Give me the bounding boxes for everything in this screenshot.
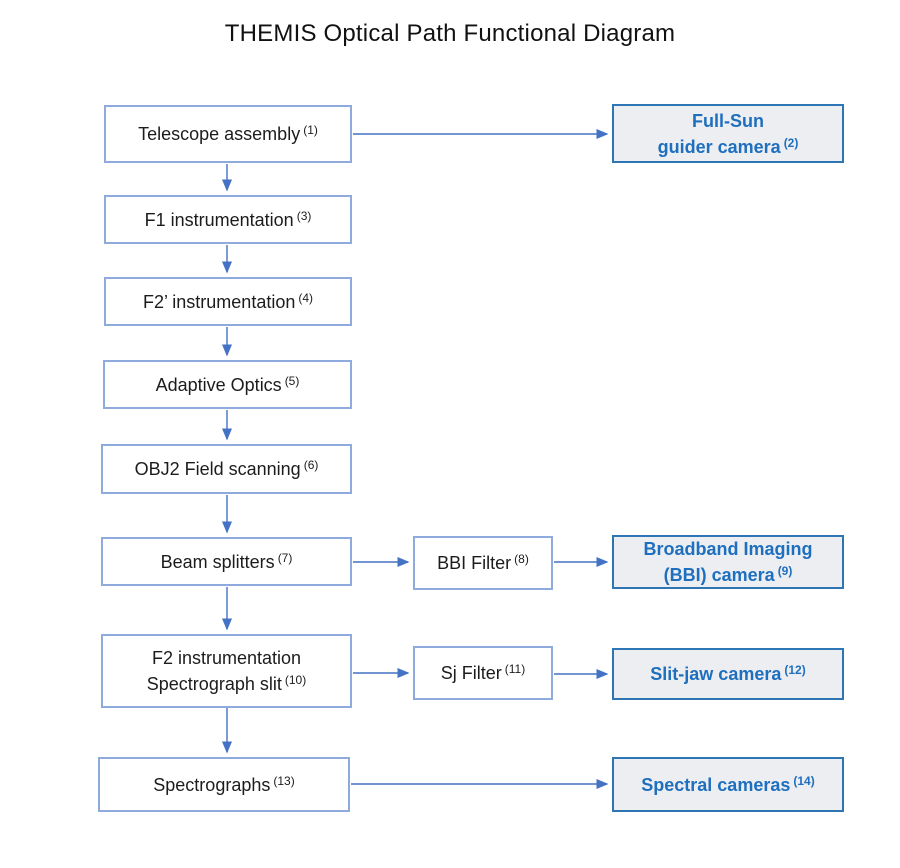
node-superscript: (10) — [284, 673, 307, 687]
node-superscript: (1) — [303, 123, 318, 137]
node-label-text: Sj Filter — [440, 663, 502, 683]
node-label-text: F2’ instrumentation — [142, 291, 296, 312]
node-superscript: (8) — [514, 552, 529, 566]
node-label: Spectral cameras(14) — [641, 772, 814, 798]
node-superscript: (6) — [303, 458, 319, 472]
node-spectrographs: Spectrographs(13) — [98, 757, 350, 812]
node-label: OBJ2 Field scanning(6) — [135, 456, 319, 482]
node-label-text: Slit-jaw camera — [650, 664, 782, 684]
node-superscript: (14) — [793, 773, 815, 788]
node-f1-instrumentation: F1 instrumentation(3) — [104, 195, 352, 244]
node-broadband-imaging-camera: Broadband Imaging (BBI) camera(9) — [612, 535, 844, 589]
node-superscript: (7) — [277, 550, 293, 565]
node-label: Telescope assembly(1) — [138, 121, 318, 147]
node-label: F1 instrumentation(3) — [145, 207, 312, 233]
node-label-text: guider camera — [657, 136, 781, 157]
node-label-text: F2 instrumentation — [151, 648, 302, 668]
node-superscript: (12) — [784, 663, 806, 677]
node-slit-jaw-camera: Slit-jaw camera(12) — [612, 648, 844, 700]
node-label-text: F1 instrumentation — [144, 209, 294, 230]
node-label: F2’ instrumentation(4) — [143, 289, 313, 315]
node-superscript: (9) — [777, 564, 793, 578]
node-label-text: (BBI) camera — [663, 565, 775, 585]
node-obj2-field-scanning: OBJ2 Field scanning(6) — [101, 444, 352, 494]
node-label: Full-Sun — [692, 108, 764, 134]
node-label-text: Beam splitters — [160, 551, 275, 572]
node-label: Beam splitters(7) — [161, 549, 293, 575]
node-superscript: (13) — [273, 773, 295, 788]
node-telescope-assembly: Telescope assembly(1) — [104, 105, 352, 163]
node-full-sun-guider-camera: Full-Sun guider camera(2) — [612, 104, 844, 163]
node-label: F2 instrumentation — [152, 645, 301, 671]
node-label: BBI Filter(8) — [437, 550, 529, 576]
node-label: guider camera(2) — [658, 134, 799, 160]
node-label-text: BBI Filter — [437, 553, 512, 573]
node-f2-instrumentation-spectrograph-slit: F2 instrumentation Spectrograph slit(10) — [101, 634, 352, 708]
node-beam-splitters: Beam splitters(7) — [101, 537, 352, 586]
node-spectral-cameras: Spectral cameras(14) — [612, 757, 844, 812]
node-bbi-filter: BBI Filter(8) — [413, 536, 553, 590]
node-superscript: (4) — [298, 290, 314, 305]
node-label-text: Spectral cameras — [641, 774, 791, 795]
node-label: Spectrographs(13) — [153, 772, 294, 798]
node-label-text: Spectrograph slit — [146, 674, 282, 694]
node-label-text: Spectrographs — [153, 774, 271, 795]
node-label-text: Full-Sun — [692, 110, 764, 131]
node-superscript: (5) — [284, 373, 300, 388]
node-superscript: (11) — [504, 662, 526, 676]
node-f2-prime-instrumentation: F2’ instrumentation(4) — [104, 277, 352, 326]
diagram-title: THEMIS Optical Path Functional Diagram — [224, 20, 676, 47]
node-label-text: Telescope assembly — [138, 124, 301, 144]
node-sj-filter: Sj Filter(11) — [413, 646, 553, 700]
node-label: Slit-jaw camera(12) — [650, 661, 805, 687]
node-superscript: (3) — [296, 208, 312, 223]
node-label-text: Adaptive Optics — [155, 374, 282, 395]
node-label-text: Broadband Imaging — [643, 539, 813, 559]
node-label: Sj Filter(11) — [441, 660, 525, 686]
node-superscript: (2) — [783, 135, 799, 150]
node-label: (BBI) camera(9) — [664, 562, 793, 588]
node-label: Adaptive Optics(5) — [156, 372, 300, 398]
node-label: Spectrograph slit(10) — [147, 671, 306, 697]
node-label: Broadband Imaging — [643, 536, 812, 562]
node-label-text: OBJ2 Field scanning — [134, 459, 301, 479]
node-adaptive-optics: Adaptive Optics(5) — [103, 360, 352, 409]
